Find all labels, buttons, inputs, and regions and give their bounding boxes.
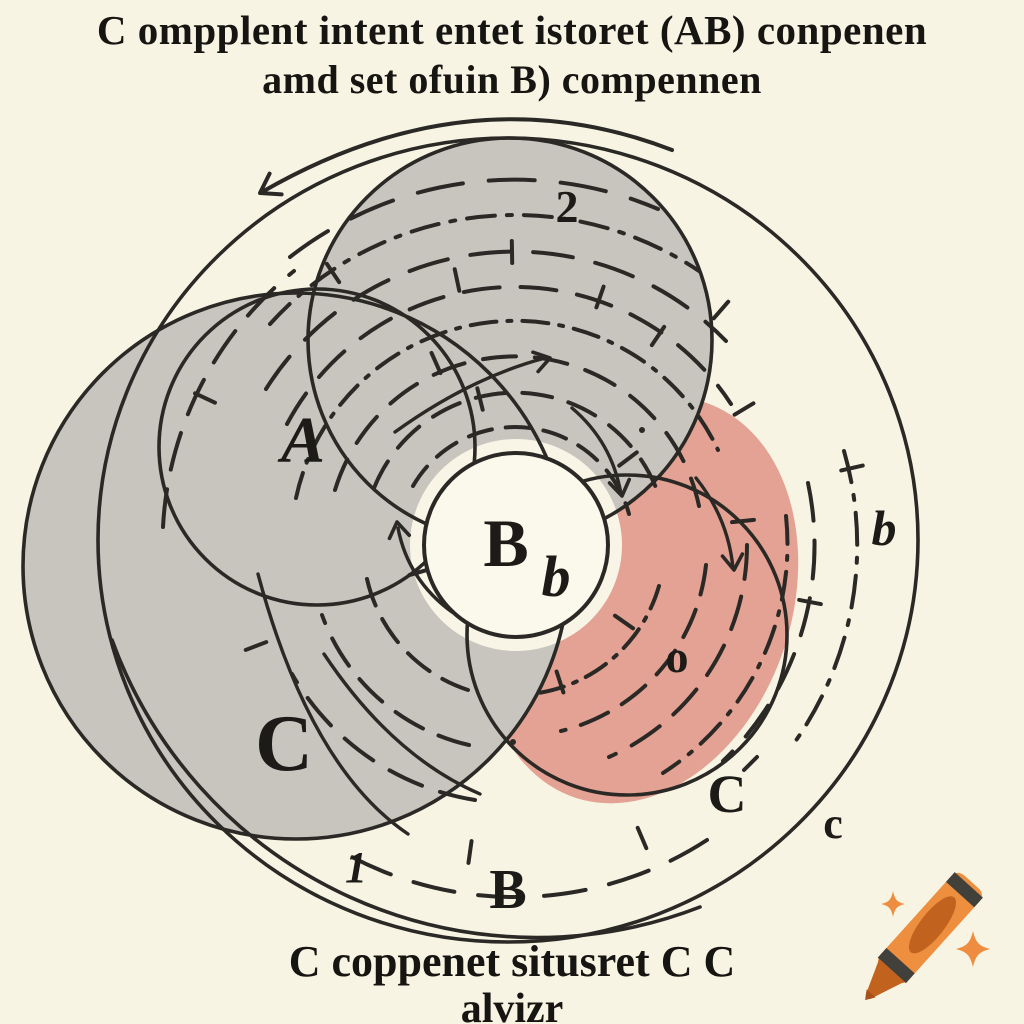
figure-caption-line1: C coppenet situsret C C [288,937,736,986]
label-c-prime: C [708,764,747,824]
arrowheads [387,350,745,572]
label-b-outer: b [872,500,897,556]
label-c-small: c [823,799,843,848]
diagram-labels: 2 A B b C o C c b 1 B [255,181,896,921]
circle-a-outline [157,287,477,607]
figure-caption-line2: alvizr [460,986,564,1024]
filled-regions [23,138,799,839]
circle-right-outline [465,473,789,797]
figure-title-line1: C ompplent intent entet istoret (AB) con… [96,7,928,53]
figure-title-line2: amd set ofuin B) compennen [262,57,762,102]
label-1: 1 [345,843,367,892]
arc-ticks [193,239,865,865]
sparkle-icon [881,891,905,917]
label-c-region: C [255,700,313,788]
arrow-right-icon [531,350,552,374]
c-prime-mark [742,755,759,772]
label-a: A [277,404,325,477]
ink-dot [510,739,516,745]
label-b-bottom: B [489,859,526,921]
ink-dot [639,427,645,433]
arrow-down-icon [607,477,632,498]
outer-bottom-arc [110,638,702,940]
arrow-up-icon [387,520,412,541]
label-b-small: b [542,544,571,609]
sparkle-icon [956,931,990,967]
label-o-small: o [666,631,689,682]
label-2: 2 [556,181,579,232]
outer-circle-outline [96,136,920,944]
top-left-arrow [258,117,674,197]
arrow-down-icon [720,552,745,572]
label-b-center: B [483,505,528,581]
circle-b-center [422,451,610,639]
arrow-left-icon [258,171,284,197]
crayon-icon [865,872,990,1001]
dashed-arcs [161,177,860,900]
